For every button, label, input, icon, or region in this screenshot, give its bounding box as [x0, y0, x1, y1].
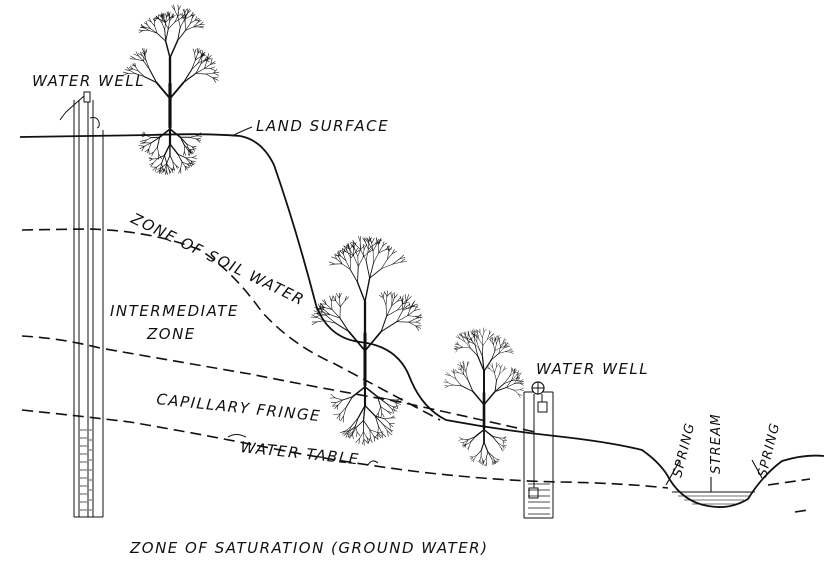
pulley-wheel-icon — [531, 381, 545, 395]
water-table-leader — [367, 460, 379, 466]
label-zone-soil-water: ZONE OF SOIL WATER — [127, 209, 307, 309]
water-table-right-small — [794, 509, 809, 513]
label-water-table: WATER TABLE — [240, 438, 361, 468]
label-spring-right: SPRING — [755, 421, 783, 479]
land-surface-line — [19, 133, 825, 508]
land-surface-leader — [231, 126, 253, 137]
water-well-right — [523, 381, 554, 519]
capillary-fringe-leader — [227, 433, 247, 438]
label-stream: STREAM — [709, 413, 724, 474]
tree-icon — [310, 235, 423, 446]
stream — [672, 491, 755, 505]
label-water-well-right: WATER WELL — [536, 360, 649, 378]
label-capillary-fringe: CAPILLARY FRINGE — [156, 390, 322, 425]
pump-handle-icon — [59, 95, 100, 129]
tree-icon — [443, 327, 525, 467]
water-well-left — [59, 91, 104, 518]
label-spring-left: SPRING — [670, 421, 698, 479]
bucket-icon — [528, 401, 548, 499]
label-water-well-left: WATER WELL — [32, 72, 145, 90]
label-land-surface: LAND SURFACE — [256, 117, 389, 135]
spring-right-leader — [751, 459, 763, 479]
water-table-line — [21, 409, 669, 489]
water-table-right — [767, 478, 811, 486]
label-intermediate-line1: INTERMEDIATE — [110, 302, 239, 320]
label-zone-saturation: ZONE OF SATURATION (GROUND WATER) — [129, 539, 488, 557]
spring-left-leader — [665, 459, 681, 486]
label-intermediate-line2: ZONE — [146, 325, 196, 343]
tree-icon — [122, 4, 220, 176]
